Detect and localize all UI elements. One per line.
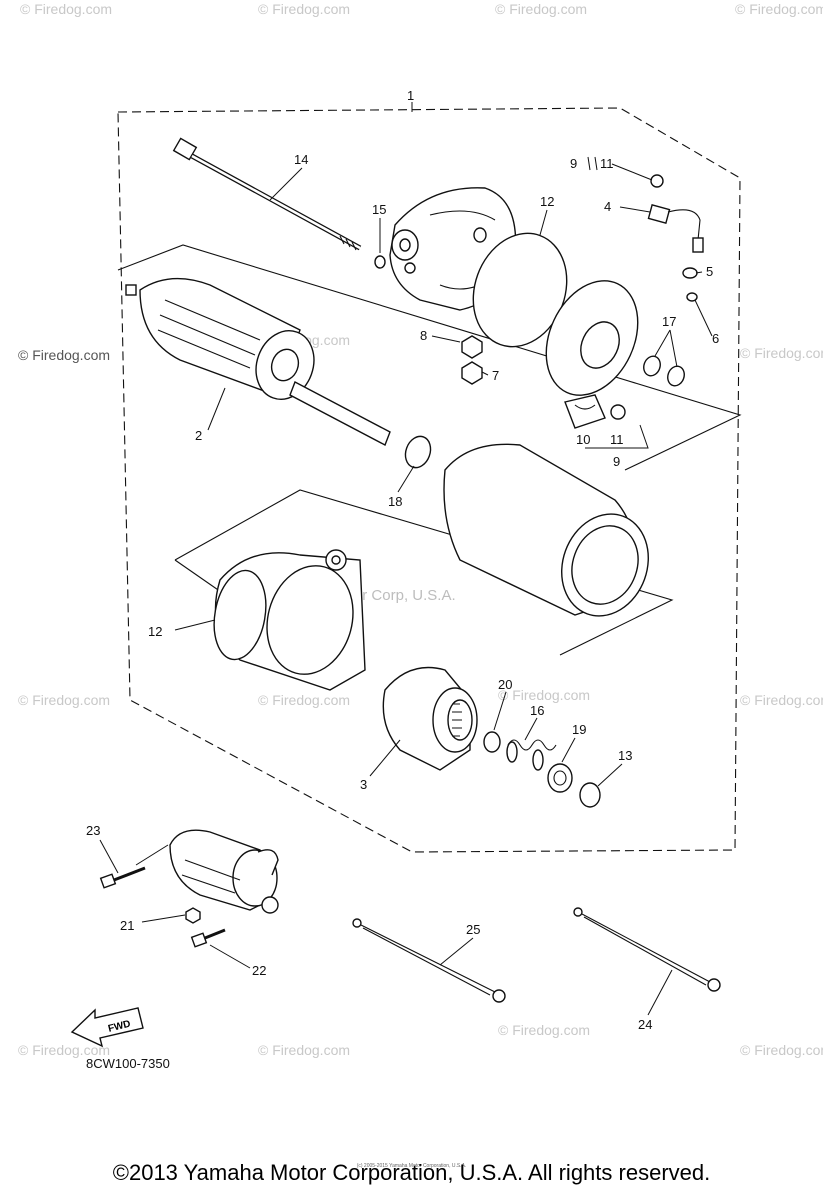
watermark: © Firedog.com xyxy=(18,1042,110,1058)
watermark: © Firedog.com xyxy=(258,1042,350,1058)
watermark: © Firedog.com xyxy=(18,692,110,708)
callout-6: 6 xyxy=(712,331,719,346)
watermark: © Firedog.com xyxy=(258,1,350,17)
watermark: © Firedog.com xyxy=(740,692,823,708)
o-ring-large-part xyxy=(213,569,267,661)
clutch-gear-part xyxy=(382,666,478,771)
callout-22: 22 xyxy=(252,963,266,978)
watermark: © Firedog.com xyxy=(498,687,590,703)
watermark: © Firedog.com xyxy=(20,1,112,17)
terminal-part xyxy=(647,204,704,302)
callout-21: 21 xyxy=(120,918,134,933)
watermark: © Firedog.com xyxy=(740,1042,823,1058)
callout-13: 13 xyxy=(618,748,632,763)
nut-part xyxy=(461,335,483,359)
callout-24: 24 xyxy=(638,1017,652,1032)
nut-part xyxy=(461,361,483,385)
callout-17: 17 xyxy=(662,314,676,329)
starter-motor-assembly-part xyxy=(169,829,279,914)
callout-23: 23 xyxy=(86,823,100,838)
clip-part xyxy=(579,782,601,808)
armature-part xyxy=(125,277,391,446)
o-ring-part xyxy=(374,255,386,269)
callout-12: 12 xyxy=(148,624,162,639)
through-bolt-part xyxy=(172,137,362,251)
copyright-footer: ©2013 Yamaha Motor Corporation, U.S.A. A… xyxy=(112,1160,711,1185)
yoke-part xyxy=(443,443,649,617)
callout-12: 12 xyxy=(540,194,554,209)
washer-part xyxy=(404,435,432,469)
callout-10: 10 xyxy=(576,432,590,447)
nut-part xyxy=(185,907,201,924)
watermark: © Firedog.com xyxy=(495,1,587,17)
callout-9: 9 xyxy=(570,156,577,171)
callout-2: 2 xyxy=(195,428,202,443)
bolt-part xyxy=(190,928,226,948)
callout-19: 19 xyxy=(572,722,586,737)
callout-11: 11 xyxy=(610,432,624,447)
callout-1: 1 xyxy=(407,88,414,103)
callout-7: 7 xyxy=(492,368,499,383)
bolt-part xyxy=(99,866,146,889)
brush-plate-part xyxy=(545,280,639,396)
fwd-arrow-icon: FWD xyxy=(70,1007,144,1048)
spring-part xyxy=(506,739,557,771)
collar-part xyxy=(553,770,567,786)
fwd-label: FWD xyxy=(107,1019,132,1035)
callout-16: 16 xyxy=(530,703,544,718)
watermark: © Firedog.com xyxy=(18,347,110,363)
diagram-code: 8CW100-7350 xyxy=(86,1056,170,1071)
watermark: © Firedog.com xyxy=(735,1,823,17)
fine-print: (c) 2005-2015 Yamaha Motor Corporation, … xyxy=(356,1163,467,1169)
callout-14: 14 xyxy=(294,152,308,167)
callout-8: 8 xyxy=(420,328,427,343)
watermark-group: © Firedog.com © Firedog.com © Firedog.co… xyxy=(18,1,823,1058)
lead-wire-part xyxy=(352,918,506,1003)
watermark: © Firedog.com xyxy=(498,1022,590,1038)
callout-4: 4 xyxy=(604,199,611,214)
leader-lines xyxy=(99,156,713,1016)
circlip-part xyxy=(483,731,501,753)
callout-20: 20 xyxy=(498,677,512,692)
washer-part xyxy=(667,365,685,387)
collar-part xyxy=(547,763,573,793)
lead-wire-part xyxy=(573,907,721,992)
callout-9: 9 xyxy=(613,454,620,469)
washer-part xyxy=(643,355,661,377)
callout-18: 18 xyxy=(388,494,402,509)
exploded-plane xyxy=(117,244,742,471)
callout-5: 5 xyxy=(706,264,713,279)
brush-holder-part xyxy=(564,394,626,429)
watermark: © Firedog.com xyxy=(258,692,350,708)
callout-labels: 1 14 15 12 9 11 4 5 6 8 7 17 10 11 9 2 1… xyxy=(86,88,719,1032)
callout-3: 3 xyxy=(360,777,367,792)
screw-part xyxy=(650,174,664,188)
callout-11: 11 xyxy=(600,156,614,171)
callout-15: 15 xyxy=(372,202,386,217)
callout-25: 25 xyxy=(466,922,480,937)
watermark: © Firedog.com xyxy=(740,345,823,361)
